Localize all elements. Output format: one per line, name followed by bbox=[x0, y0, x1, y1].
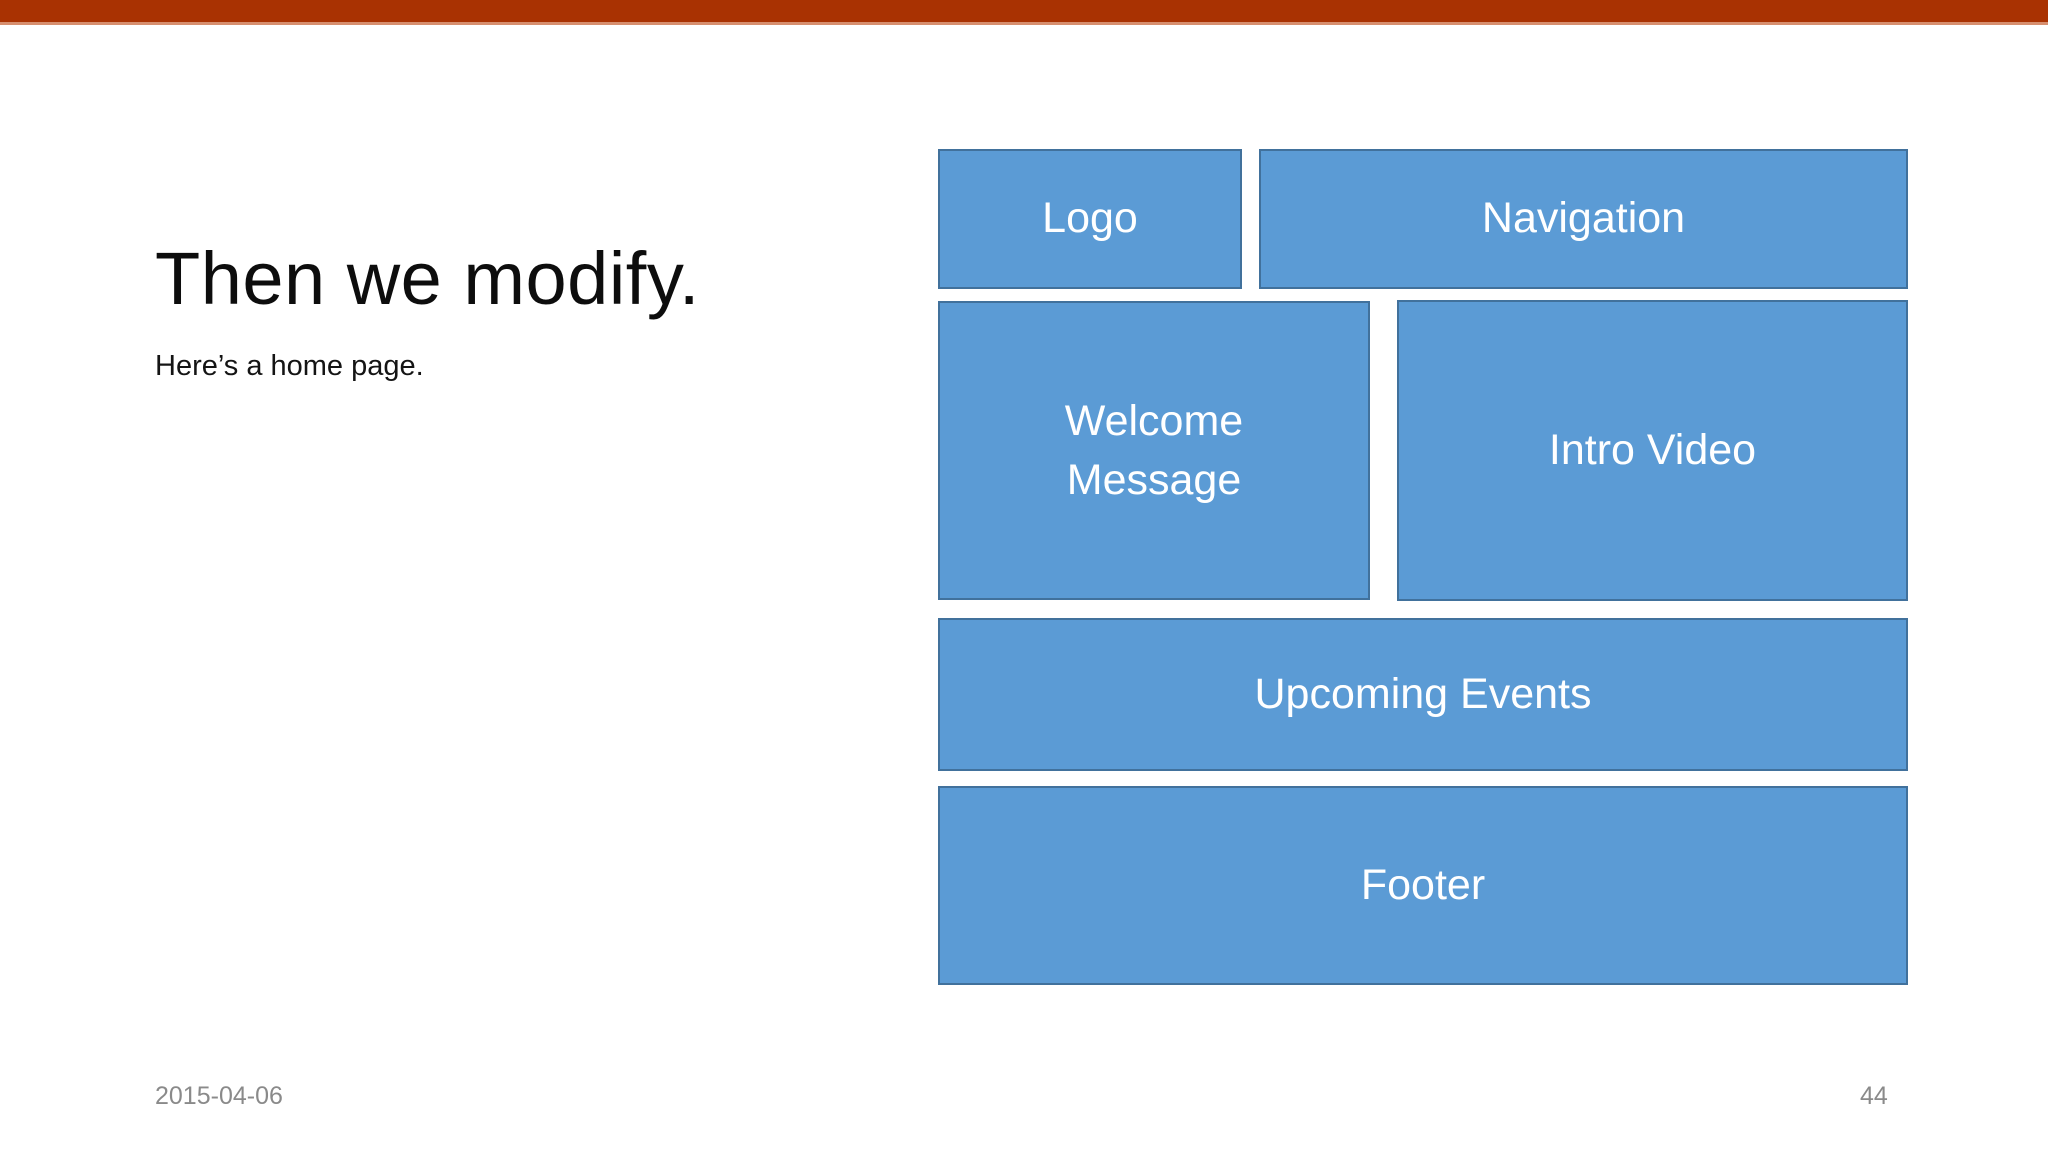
wireframe-block-label: Welcome Message bbox=[1055, 392, 1253, 508]
top-accent-bar bbox=[0, 0, 2048, 22]
wireframe-block-footer: Footer bbox=[938, 786, 1908, 985]
wireframe-block-label: Navigation bbox=[1481, 194, 1686, 243]
wireframe-block-label: Upcoming Events bbox=[1254, 669, 1592, 718]
wireframe-block-label: Intro Video bbox=[1548, 425, 1757, 474]
wireframe-block-label-line1: Welcome bbox=[1064, 397, 1244, 446]
slide-subtitle: Here’s a home page. bbox=[155, 349, 424, 382]
wireframe-block-welcome-message: Welcome Message bbox=[938, 301, 1370, 600]
wireframe-block-intro-video: Intro Video bbox=[1397, 300, 1908, 601]
wireframe-block-upcoming-events: Upcoming Events bbox=[938, 618, 1908, 771]
wireframe-block-label: Logo bbox=[1042, 194, 1138, 243]
slide-number: 44 bbox=[1860, 1082, 1888, 1110]
wireframe-block-label-line2: Message bbox=[1066, 455, 1242, 504]
top-accent-underline bbox=[0, 22, 2048, 25]
slide-date: 2015-04-06 bbox=[155, 1082, 283, 1110]
wireframe-block-logo: Logo bbox=[938, 149, 1242, 289]
wireframe-block-label: Footer bbox=[1360, 860, 1486, 909]
page-title: Then we modify. bbox=[155, 237, 700, 320]
wireframe-block-navigation: Navigation bbox=[1259, 149, 1908, 289]
slide-text-column: Then we modify. Here’s a home page. bbox=[155, 240, 895, 385]
